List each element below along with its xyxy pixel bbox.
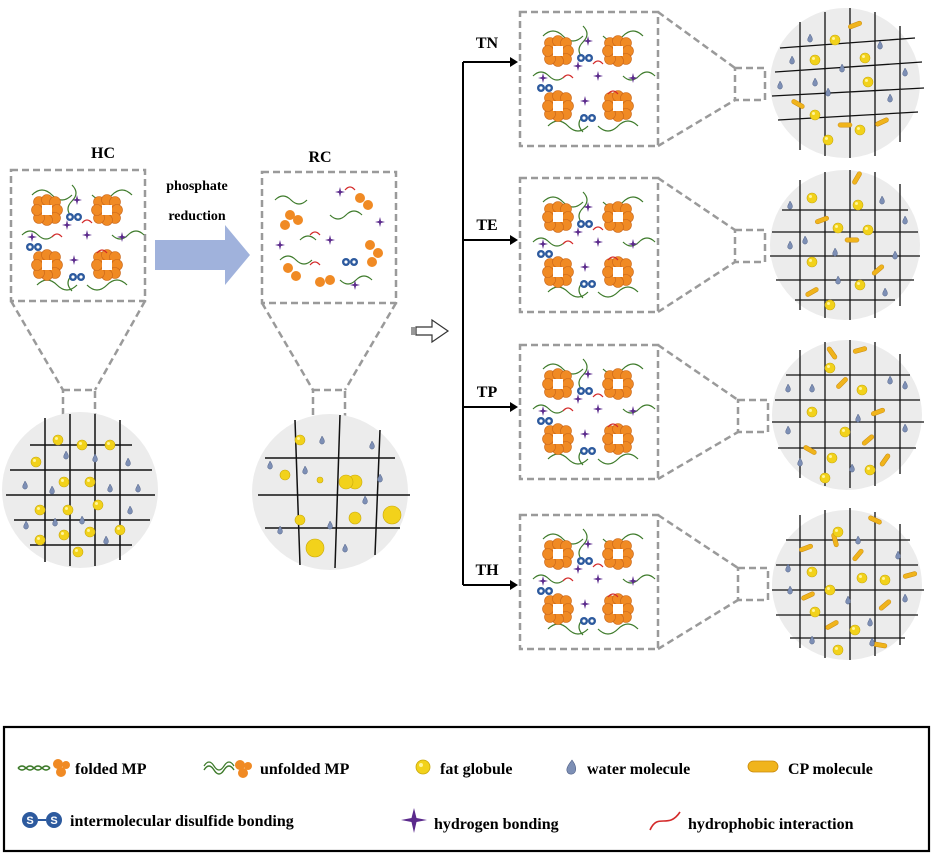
hc-micro-circle [2,412,158,568]
tp-label: TP [477,384,498,401]
hydrophobic-icon [649,811,681,831]
hc-network [22,185,144,291]
fat-globule-icon [415,759,431,775]
disulfide-glyph-right: S [50,815,57,827]
arrow-label-line1: phosphate [166,179,227,194]
legend-unfolded-mp: unfolded MP [260,761,350,778]
rc-label: RC [308,149,331,166]
legend-water-molecule: water molecule [587,761,690,778]
cp-molecule-icon [747,760,779,773]
transition-arrow [415,318,450,344]
te-label: TE [476,217,497,234]
unfolded-mp-icon [203,760,252,778]
branch-tree [462,61,515,586]
disulfide-glyph-left: S [26,815,33,827]
th-label: TH [475,562,499,579]
legend-box [2,725,931,853]
legend-folded-mp: folded MP [75,761,147,778]
tn-label: TN [476,35,499,52]
te-group [518,170,920,320]
branch-arrowheads [510,57,518,590]
legend-fat-globule: fat globule [440,761,512,778]
rc-zoom-lines [260,302,398,391]
disulfide-icon: S S [22,812,62,828]
hc-label: HC [91,145,115,162]
phosphate-reduction-arrow [155,225,250,285]
hc-zoom-lines [9,300,147,391]
legend-hydrogen: hydrogen bonding [434,816,559,833]
rc-panel [260,170,398,305]
legend-cp-molecule: CP molecule [788,761,873,778]
legend-disulfide: intermolecular disulfide bonding [70,813,294,830]
rc-network [274,186,385,290]
rc-micro-circle [252,414,410,570]
legend-hydrophobic: hydrophobic interaction [688,816,854,833]
hydrogen-bond-icon [401,808,427,833]
water-molecule-icon [566,759,577,775]
hc-panel [9,168,147,303]
tp-group [518,340,924,490]
th-group [518,508,924,660]
tn-group [518,8,925,158]
folded-mp-icon [17,759,70,777]
transition-arrow-tail [411,327,415,335]
arrow-label-line2: reduction [168,209,226,224]
